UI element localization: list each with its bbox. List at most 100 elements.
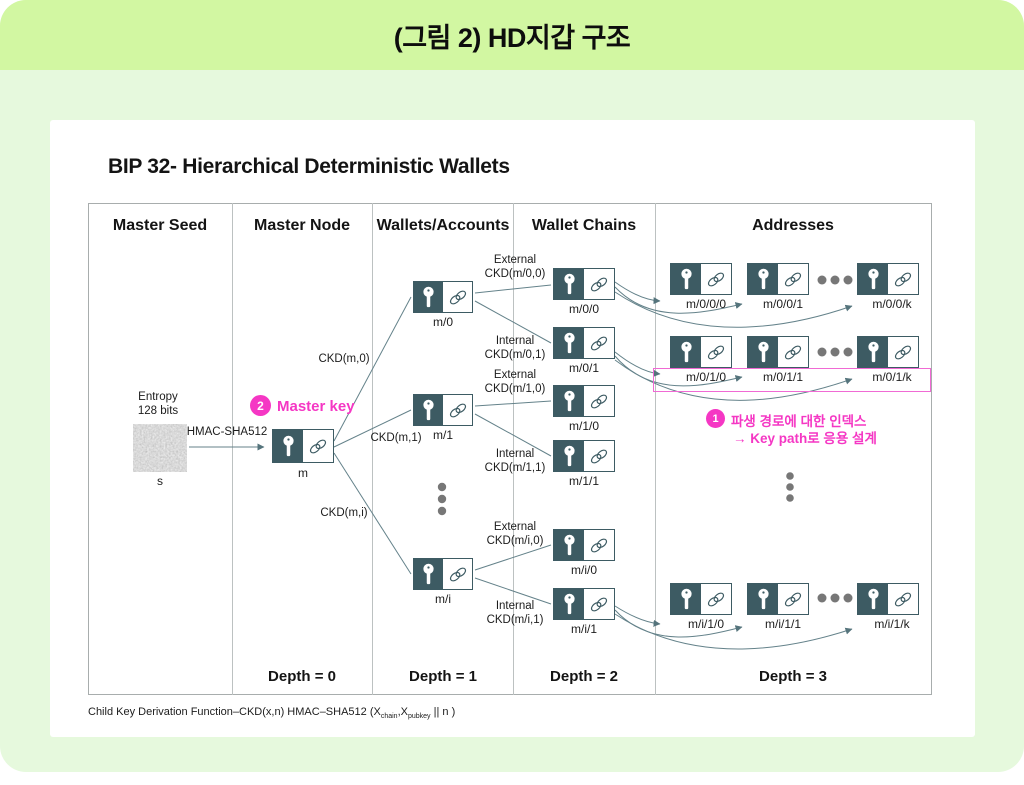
key-icon [671,264,701,294]
key-icon [414,395,443,425]
key-icon [858,337,888,367]
chain-icon [701,337,731,367]
callout-1-badge: 1 [706,409,725,428]
chain-label-mi1: m/i/1 [570,622,598,636]
chain-node-m00 [553,268,615,300]
key-icon [554,589,584,619]
key-icon [748,584,778,614]
address-node [670,336,732,368]
hmac-label: HMAC-SHA512 [186,426,268,438]
column-header-addresses: Addresses [752,217,834,234]
ckd-mi-label: CKD(m,i) [320,507,368,519]
figure-title: (그림 2) HD지갑 구조 [393,22,631,53]
key-icon [671,337,701,367]
address-node [857,583,919,615]
chain-icon [888,264,918,294]
chain-icon [584,530,614,560]
key-icon [414,282,443,312]
chain-icon [303,430,333,462]
seed-s-label: s [157,474,163,488]
chain-label-m10: m/1/0 [568,419,600,433]
address-node [747,583,809,615]
chain-node-m01 [553,327,615,359]
chain-icon [584,589,614,619]
column-header-master-node: Master Node [253,217,351,234]
key-icon [748,264,778,294]
master-key-callout: Master key [277,398,355,415]
chain-icon [778,584,808,614]
key-icon [554,386,584,416]
address-node [747,336,809,368]
depth-0-label: Depth = 0 [268,668,336,685]
key-path-highlight-box [653,368,931,392]
key-icon [273,430,303,462]
address-label: m/0/1/0 [685,370,727,384]
figure-title-bar: (그림 2) HD지갑 구조 [0,0,1024,70]
wallet-node-m0 [413,281,473,313]
address-label: m/0/0/1 [762,297,804,311]
diagram-title: BIP 32- Hierarchical Deterministic Walle… [108,155,510,178]
chain-node-mi1 [553,588,615,620]
chain-icon [584,441,614,471]
chain-icon [701,264,731,294]
column-header-wallets-accounts: Wallets/Accounts [376,217,510,234]
key-icon [554,269,584,299]
chain-icon [701,584,731,614]
key-icon [414,559,443,589]
ckd-function-footnote: Child Key Derivation Function–CKD(x,n) H… [88,706,456,721]
wallet-node-mi [413,558,473,590]
depth-2-label: Depth = 2 [550,668,618,685]
chain-label-m11: m/1/1 [568,474,600,488]
chain-icon [888,584,918,614]
wallet-node-m1 [413,394,473,426]
annotation-line2: → Key path로 응용 설계 [733,431,877,446]
address-label: m/i/1/k [874,617,910,631]
chain-label-mi0: m/i/0 [570,563,598,577]
wallet-label-m1: m/1 [432,428,454,442]
chain-node-mi0 [553,529,615,561]
column-divider [372,203,373,695]
chain-icon [443,282,472,312]
depth-1-label: Depth = 1 [409,668,477,685]
key-icon [554,441,584,471]
column-divider [655,203,656,695]
column-divider [232,203,233,695]
chain-icon [443,559,472,589]
chain-icon [584,328,614,358]
master-node-label: m [298,466,308,480]
column-header-wallet-chains: Wallet Chains [531,217,637,234]
chain-node-m10 [553,385,615,417]
address-label: m/i/1/0 [687,617,725,631]
entropy-noise-image [133,424,187,472]
master-key-node [272,429,334,463]
ckd-m0-label: CKD(m,0) [318,353,370,365]
chain-label-m01: m/0/1 [568,361,600,375]
chain-icon [778,337,808,367]
chain-icon [888,337,918,367]
address-label: m/0/1/k [872,370,912,384]
key-icon [671,584,701,614]
address-node [670,263,732,295]
wallet-label-m0: m/0 [432,315,454,329]
wallet-label-mi: m/i [435,592,451,606]
annotation-line1: 파생 경로에 대한 인덱스 [731,414,867,429]
chain-icon [584,269,614,299]
depth-3-label: Depth = 3 [759,668,827,685]
address-node [747,263,809,295]
key-icon [554,328,584,358]
address-node [857,263,919,295]
key-icon [748,337,778,367]
ckd-m1-label: CKD(m,1) [370,432,422,444]
table-frame [88,203,932,695]
chain-node-m11 [553,440,615,472]
callout-2-badge: 2 [250,395,271,416]
chain-label-m00: m/0/0 [568,302,600,316]
